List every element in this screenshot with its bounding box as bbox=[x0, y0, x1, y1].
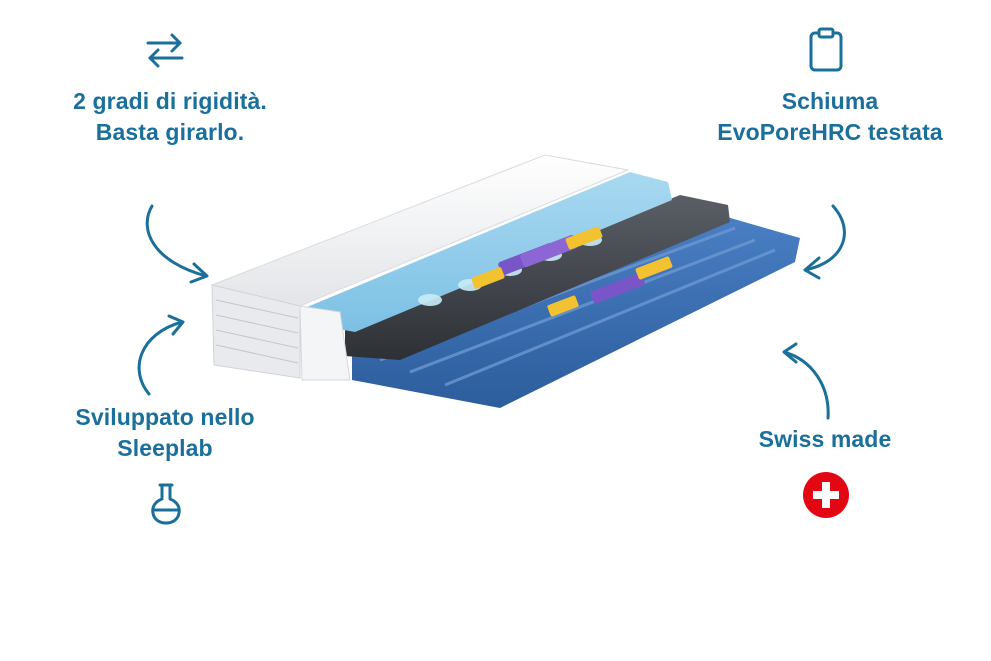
dark-foam-layer bbox=[345, 195, 730, 360]
foam-line-2: EvoPoreHRC testata bbox=[717, 119, 943, 145]
swiss-cross-icon bbox=[803, 472, 849, 518]
yellow-zone-inserts bbox=[471, 226, 673, 317]
clipboard-icon bbox=[809, 27, 843, 72]
sleeplab-line-1: Sviluppato nello bbox=[75, 404, 255, 430]
arrow-bottom-left-icon bbox=[137, 314, 185, 396]
swiss-line-1: Swiss made bbox=[758, 426, 892, 452]
arrow-top-right-icon bbox=[803, 204, 846, 280]
swap-arrows-icon bbox=[146, 33, 184, 68]
mattress-cover-side bbox=[211, 284, 301, 379]
rigidity-line-1: 2 gradi di rigidità. bbox=[73, 88, 267, 114]
rigidity-feature-text: 2 gradi di rigidità. Basta girarlo. bbox=[30, 86, 310, 148]
sleeplab-feature-text: Sviluppato nello Sleeplab bbox=[30, 402, 300, 464]
swiss-feature-text: Swiss made bbox=[700, 424, 950, 455]
rigidity-line-2: Basta girarlo. bbox=[95, 119, 245, 145]
foam-line-1: Schiuma bbox=[781, 88, 879, 114]
arrow-bottom-right-icon bbox=[782, 342, 830, 420]
arrow-top-left-icon bbox=[145, 204, 209, 284]
light-blue-wave-layer bbox=[300, 172, 672, 332]
mattress-cover-edge bbox=[299, 305, 351, 381]
foam-feature-text: Schiuma EvoPoreHRC testata bbox=[680, 86, 980, 148]
purple-zone-inserts bbox=[498, 234, 645, 304]
sleeplab-line-2: Sleeplab bbox=[117, 435, 213, 461]
blue-base-layer bbox=[352, 215, 800, 408]
flask-icon bbox=[151, 483, 181, 525]
mattress-cutaway-image bbox=[210, 154, 800, 408]
